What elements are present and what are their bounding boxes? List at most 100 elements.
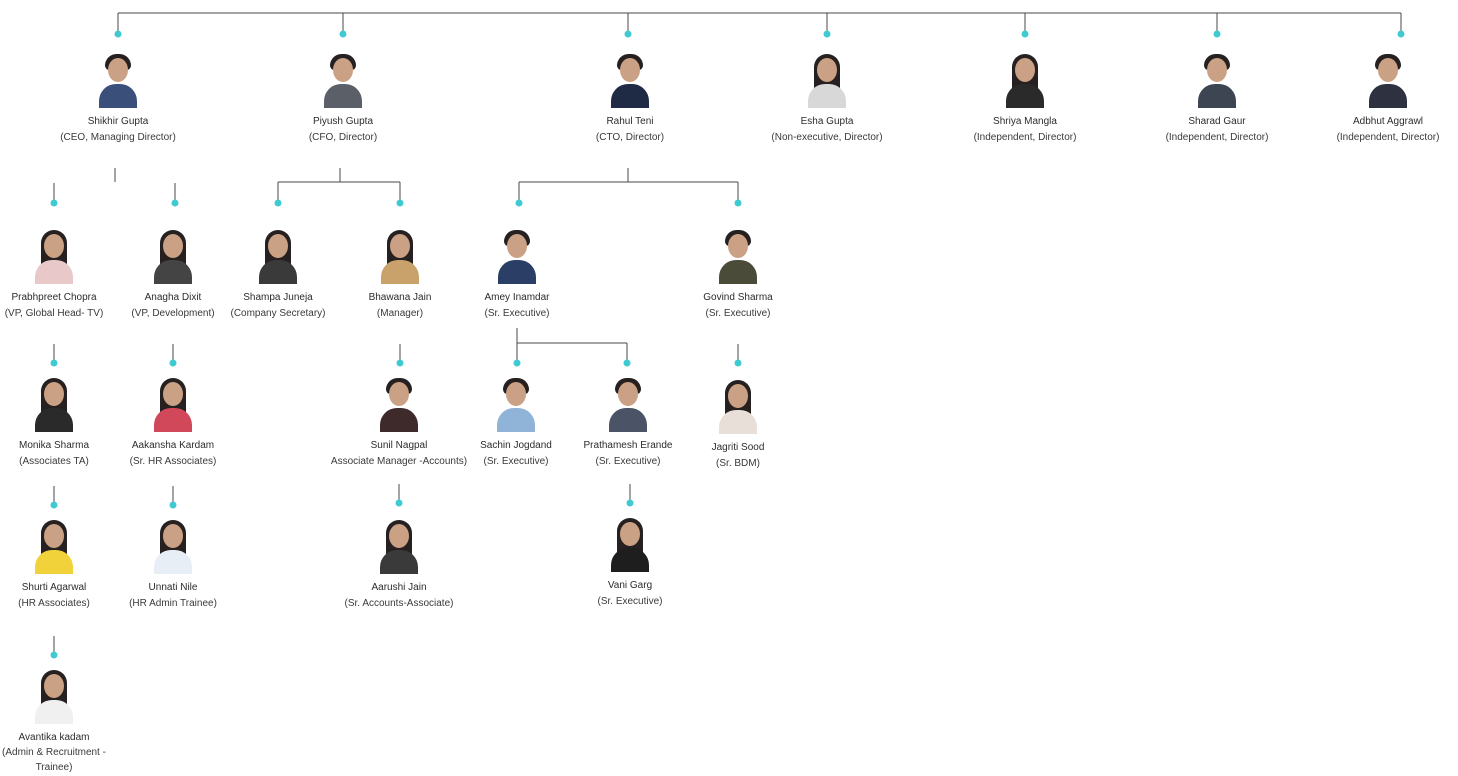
person-card-aarushi: Aarushi Jain (Sr. Accounts-Associate) <box>329 518 469 612</box>
person-card-sunil: Sunil Nagpal Associate Manager -Accounts… <box>319 376 479 470</box>
connector-dot <box>1397 30 1405 38</box>
connector-dot <box>1213 30 1221 38</box>
person-name: Esha Gupta <box>800 116 854 127</box>
person-role: (Associates TA) <box>19 456 89 467</box>
person-name: Rahul Teni <box>606 116 654 127</box>
person-avatar-icon <box>151 228 195 284</box>
person-avatar-icon <box>256 228 300 284</box>
person-role: (Sr. Accounts-Associate) <box>344 598 454 609</box>
connector-dot <box>623 359 631 367</box>
connector-dot <box>339 30 347 38</box>
person-role: (Sr. BDM) <box>716 458 760 469</box>
connector-dot <box>1021 30 1029 38</box>
connector-dot <box>169 501 177 509</box>
person-card-anagha: Anagha Dixit (VP, Development) <box>103 228 243 322</box>
connector-dot <box>169 359 177 367</box>
person-avatar-icon <box>1003 52 1047 108</box>
person-avatar-icon <box>495 228 539 284</box>
person-avatar-icon <box>1366 52 1410 108</box>
connector-dot <box>734 199 742 207</box>
person-card-prabhpreet: Prabhpreet Chopra (VP, Global Head- TV) <box>0 228 124 322</box>
connector-dot <box>395 499 403 507</box>
person-card-piyush: Piyush Gupta (CFO, Director) <box>273 52 413 146</box>
person-name: Piyush Gupta <box>312 116 374 127</box>
person-avatar-icon <box>608 516 652 572</box>
person-avatar-icon <box>321 52 365 108</box>
person-avatar-icon <box>151 518 195 574</box>
person-role: (Independent, Director) <box>1336 132 1440 143</box>
person-name: Amey Inamdar <box>484 292 550 303</box>
person-role: (HR Associates) <box>18 598 90 609</box>
person-card-vani: Vani Garg (Sr. Executive) <box>560 516 700 610</box>
person-avatar-icon <box>378 228 422 284</box>
person-role: (Sr. Executive) <box>705 308 771 319</box>
connector-dot <box>50 359 58 367</box>
person-card-rahul: Rahul Teni (CTO, Director) <box>560 52 700 146</box>
person-name: Jagriti Sood <box>711 442 765 453</box>
person-avatar-icon <box>32 668 76 724</box>
connector-dot <box>624 30 632 38</box>
person-card-shriya: Shriya Mangla (Independent, Director) <box>955 52 1095 146</box>
person-card-adbhut: Adbhut Aggrawl (Independent, Director) <box>1318 52 1458 146</box>
person-name: Shampa Juneja <box>243 292 313 303</box>
person-name: Avantika kadam <box>18 732 90 743</box>
person-card-esha: Esha Gupta (Non-executive, Director) <box>757 52 897 146</box>
connector-dot <box>823 30 831 38</box>
person-avatar-icon <box>716 378 760 434</box>
person-role: (CEO, Managing Director) <box>60 132 176 143</box>
connector-dot <box>50 651 58 659</box>
connector-dot <box>114 30 122 38</box>
person-name: Anagha Dixit <box>144 292 202 303</box>
person-avatar-icon <box>494 376 538 432</box>
person-avatar-icon <box>805 52 849 108</box>
person-avatar-icon <box>96 52 140 108</box>
person-role: (Company Secretary) <box>230 308 326 319</box>
person-role: (Independent, Director) <box>1165 132 1269 143</box>
connector-dot <box>734 359 742 367</box>
person-avatar-icon <box>32 376 76 432</box>
person-card-jagriti: Jagriti Sood (Sr. BDM) <box>668 378 808 472</box>
person-name: Vani Garg <box>607 580 653 591</box>
person-role: (CTO, Director) <box>595 132 665 143</box>
person-role: (VP, Development) <box>131 308 215 319</box>
person-role: (Sr. Executive) <box>597 596 663 607</box>
connector-dot <box>171 199 179 207</box>
person-role: (Sr. HR Associates) <box>129 456 217 467</box>
person-card-amey: Amey Inamdar (Sr. Executive) <box>447 228 587 322</box>
person-avatar-icon <box>606 376 650 432</box>
person-card-shampa: Shampa Juneja (Company Secretary) <box>208 228 348 322</box>
person-role: (CFO, Director) <box>308 132 378 143</box>
person-name: Adbhut Aggrawl <box>1352 116 1424 127</box>
connector-dot <box>515 199 523 207</box>
connector-dot <box>626 499 634 507</box>
person-role: (Sr. Executive) <box>484 308 550 319</box>
person-name: Unnati Nile <box>148 582 198 593</box>
person-role: (Sr. Executive) <box>595 456 661 467</box>
person-role: Associate Manager -Accounts) <box>330 456 468 467</box>
person-card-unnati: Unnati Nile (HR Admin Trainee) <box>103 518 243 612</box>
connector-dot <box>396 199 404 207</box>
person-role: (HR Admin Trainee) <box>129 598 217 609</box>
connector-dot <box>50 501 58 509</box>
person-avatar-icon <box>32 518 76 574</box>
person-name: Sunil Nagpal <box>370 440 428 451</box>
connector-dot <box>396 359 404 367</box>
connector-dot <box>50 199 58 207</box>
person-card-avantika: Avantika kadam (Admin & Recruitment - Tr… <box>0 668 116 775</box>
person-role: (Independent, Director) <box>973 132 1077 143</box>
person-card-shurti: Shurti Agarwal (HR Associates) <box>0 518 124 612</box>
person-avatar-icon <box>1195 52 1239 108</box>
person-name: Prabhpreet Chopra <box>11 292 97 303</box>
person-avatar-icon <box>151 376 195 432</box>
person-avatar-icon <box>716 228 760 284</box>
person-name: Sharad Gaur <box>1188 116 1246 127</box>
connector-dot <box>513 359 521 367</box>
person-role: (Non-executive, Director) <box>771 132 883 143</box>
person-role: (Sr. Executive) <box>483 456 549 467</box>
person-card-sachin: Sachin Jogdand (Sr. Executive) <box>446 376 586 470</box>
person-avatar-icon <box>608 52 652 108</box>
person-card-govind: Govind Sharma (Sr. Executive) <box>668 228 808 322</box>
person-avatar-icon <box>377 518 421 574</box>
person-name: Bhawana Jain <box>368 292 432 303</box>
